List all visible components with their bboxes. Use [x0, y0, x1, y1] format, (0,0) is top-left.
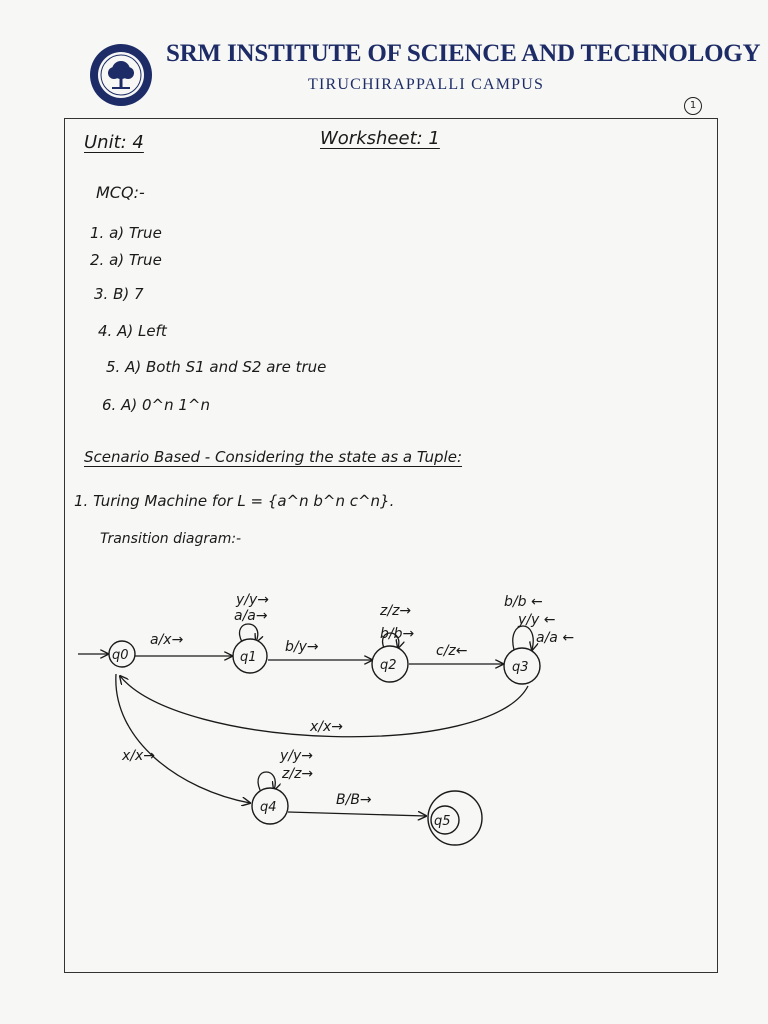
label-q4-q5: B/B→ — [336, 792, 372, 808]
mcq-answer-3: 3. B) 7 — [94, 285, 144, 303]
edge-q4-q5 — [287, 812, 426, 816]
mcq-answer-5: 5. A) Both S1 and S2 are true — [106, 358, 327, 376]
label-q2-loop-1: z/z→ — [379, 603, 411, 619]
mcq-answer-6: 6. A) 0^n 1^n — [102, 396, 210, 414]
edge-q3-q0 — [120, 676, 529, 738]
institution-name: SRM INSTITUTE OF SCIENCE AND TECHNOLOGY — [166, 40, 761, 67]
institute-logo — [90, 44, 152, 106]
state-q0-label: q0 — [112, 648, 129, 663]
mcq-answer-1: 1. a) True — [90, 224, 162, 242]
label-q4-loop-2: z/z→ — [281, 766, 313, 782]
label-q3-loop-2: y/y ← — [517, 612, 555, 628]
worksheet-border — [64, 118, 718, 973]
label-q3-loop-1: b/b ← — [504, 594, 543, 610]
state-q4 — [251, 787, 289, 825]
loop-q3 — [512, 625, 533, 650]
mcq-answer-2: 2. a) True — [90, 251, 162, 269]
campus-name: TIRUCHIRAPPALLI CAMPUS — [308, 76, 545, 93]
state-q0 — [108, 640, 136, 668]
label-q1-loop-1: y/y→ — [235, 592, 269, 608]
loop-q1 — [239, 623, 258, 642]
page-number: 1 — [684, 97, 702, 115]
letterhead: SRM INSTITUTE OF SCIENCE AND TECHNOLOGY … — [0, 0, 768, 120]
edge-q0-q4 — [115, 673, 250, 803]
state-q2-label: q2 — [380, 658, 397, 673]
question-1: 1. Turing Machine for L = {a^n b^n c^n}. — [74, 492, 395, 510]
state-q1-label: q1 — [240, 650, 257, 665]
mcq-answer-4: 4. A) Left — [98, 322, 167, 340]
label-q0-q1: a/x→ — [150, 632, 184, 648]
label-q3-q0: x/x→ — [309, 719, 343, 735]
loop-q2 — [381, 632, 399, 648]
state-q2 — [371, 645, 409, 683]
label-q2-q3: c/z← — [436, 643, 468, 659]
state-q5-inner — [430, 805, 460, 835]
state-q5-label: q5 — [434, 814, 451, 829]
state-q3 — [503, 647, 541, 685]
scenario-heading: Scenario Based - Considering the state a… — [84, 448, 463, 466]
label-q2-loop-2: b/b→ — [380, 626, 414, 642]
transition-diagram-label: Transition diagram:- — [100, 531, 242, 547]
label-q4-loop-1: y/y→ — [279, 748, 313, 764]
state-q3-label: q3 — [512, 660, 529, 675]
label-q3-loop-3: a/a ← — [536, 630, 574, 646]
loop-q4 — [257, 771, 275, 790]
mcq-heading: MCQ:- — [96, 183, 145, 202]
label-q1-q2: b/y→ — [285, 639, 319, 655]
label-q1-loop-2: a/a→ — [234, 608, 268, 624]
state-q4-label: q4 — [260, 800, 277, 815]
label-q0-q4: x/x→ — [121, 748, 155, 764]
state-q1 — [232, 638, 268, 674]
unit-label: Unit: 4 — [84, 132, 144, 153]
worksheet-title: Worksheet: 1 — [320, 128, 440, 149]
